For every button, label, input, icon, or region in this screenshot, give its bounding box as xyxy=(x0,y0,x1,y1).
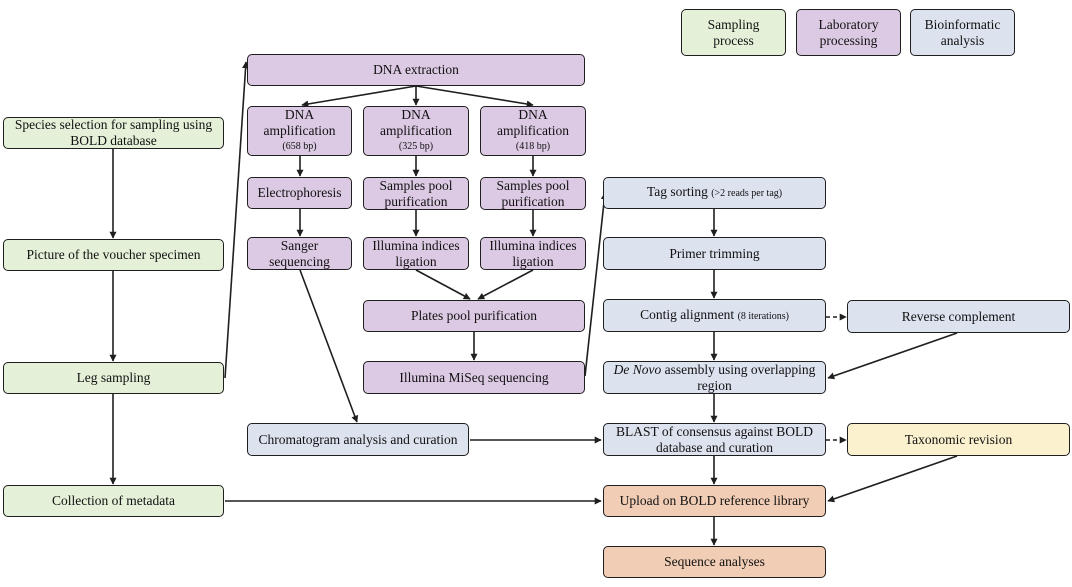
amplification-label: DNA amplification xyxy=(497,107,569,138)
de-novo-assembly-box: De Novo assembly using overlapping regio… xyxy=(603,361,826,394)
sanger-sequencing-box: Sanger sequencing xyxy=(247,237,352,270)
illumina-indices-ligation-box-1: Illumina indices ligation xyxy=(363,237,469,270)
contig-alignment-box: Contig alignment (8 iterations) xyxy=(603,299,826,332)
species-selection-box: Species selection for sampling using BOL… xyxy=(3,117,224,149)
illumina-miseq-sequencing-box: Illumina MiSeq sequencing xyxy=(363,361,585,394)
reverse-complement-box: Reverse complement xyxy=(847,300,1070,333)
amplicon-size-label: (658 bp) xyxy=(282,141,317,152)
voucher-picture-box: Picture of the voucher specimen xyxy=(3,239,224,271)
legend-laboratory-processing: Laboratory processing xyxy=(796,9,901,56)
amplicon-size-label: (418 bp) xyxy=(515,141,551,152)
tag-sorting-box: Tag sorting (>2 reads per tag) xyxy=(603,177,826,209)
contig-alignment-label: Contig alignment xyxy=(640,306,735,322)
arrow-illumina2-to-plates xyxy=(477,269,534,300)
leg-sampling-box: Leg sampling xyxy=(3,362,224,394)
electrophoresis-box: Electrophoresis xyxy=(247,177,352,209)
tag-sorting-label: Tag sorting xyxy=(646,184,708,199)
metadata-collection-box: Collection of metadata xyxy=(3,485,224,517)
illumina-indices-ligation-box-2: Illumina indices ligation xyxy=(480,237,586,270)
contig-alignment-note: (8 iterations) xyxy=(737,310,789,322)
amplification-label: DNA amplification xyxy=(263,107,336,138)
amplification-label: DNA amplification xyxy=(380,107,452,138)
dna-amplification-658-box: DNA amplification (658 bp) xyxy=(247,106,352,156)
arrow-taxonomic-to-upload xyxy=(827,455,958,503)
arrow-sanger-to-chromatogram xyxy=(299,269,359,423)
arrow-extraction-to-amp3 xyxy=(415,85,534,108)
de-novo-rest-label: assembly using overlapping region xyxy=(661,361,816,393)
plates-pool-purification-box: Plates pool purification xyxy=(363,300,585,332)
arrow-reverse-to-denovo xyxy=(827,332,958,380)
sequence-analyses-box: Sequence analyses xyxy=(603,546,826,578)
bold-upload-box: Upload on BOLD reference library xyxy=(603,485,826,517)
taxonomic-revision-box: Taxonomic revision xyxy=(847,423,1070,456)
primer-trimming-box: Primer trimming xyxy=(603,237,826,270)
legend-sampling-process: Sampling process xyxy=(681,9,786,56)
amplicon-size-label: (325 bp) xyxy=(398,141,434,152)
dna-amplification-418-box: DNA amplification (418 bp) xyxy=(480,106,586,156)
legend-bioinformatic-analysis: Bioinformatic analysis xyxy=(910,9,1015,56)
dna-amplification-325-box: DNA amplification (325 bp) xyxy=(363,106,469,156)
arrow-leg-to-extraction xyxy=(224,61,250,379)
blast-consensus-box: BLAST of consensus against BOLD database… xyxy=(603,423,826,456)
de-novo-italic-label: De Novo xyxy=(613,361,662,377)
arrow-illumina1-to-plates xyxy=(415,269,471,300)
samples-pool-purification-box-2: Samples pool purification xyxy=(480,177,586,210)
arrow-miseq-to-tag xyxy=(584,192,608,377)
chromatogram-analysis-box: Chromatogram analysis and curation xyxy=(247,423,469,456)
dna-extraction-box: DNA extraction xyxy=(247,54,585,86)
arrow-extraction-to-amp1 xyxy=(301,85,417,108)
tag-sorting-note: (>2 reads per tag) xyxy=(711,188,783,199)
samples-pool-purification-box-1: Samples pool purification xyxy=(363,177,469,210)
